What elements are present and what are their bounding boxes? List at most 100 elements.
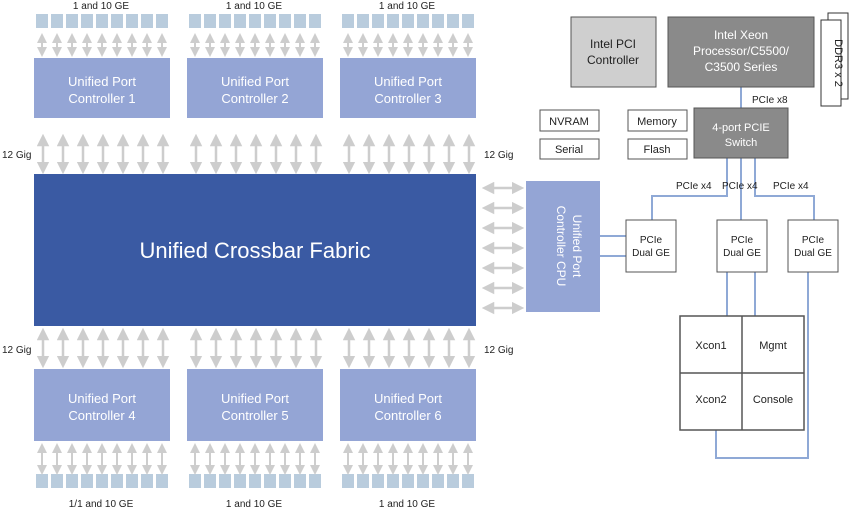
gig-label-top-left: 12 Gig <box>2 150 31 161</box>
upc-label-3-line1: Unified Port <box>374 74 442 89</box>
port-square-upc3-2 <box>357 14 369 28</box>
port-square-upc4-8 <box>141 474 153 488</box>
port-console: Console <box>753 394 793 406</box>
upc-label-4-line1: Unified Port <box>68 391 136 406</box>
gig-label-top-right: 12 Gig <box>484 150 513 161</box>
upc-cpu-label-line2: Controller CPU <box>554 206 568 287</box>
port-square-upc1-2 <box>51 14 63 28</box>
port-square-upc4-5 <box>96 474 108 488</box>
pcie-x4-label-3: PCIe x4 <box>773 181 809 192</box>
crossbar-fabric <box>34 174 476 326</box>
port-square-upc2-2 <box>204 14 216 28</box>
port-square-upc5-6 <box>264 474 276 488</box>
pcie-switch-box <box>693 107 789 159</box>
pci-controller-box <box>570 16 657 88</box>
upc-box-6 <box>340 369 476 441</box>
port-square-upc5-2 <box>204 474 216 488</box>
upc-label-3-line2: Controller 3 <box>374 91 441 106</box>
flash-box <box>627 138 688 160</box>
pcie-switch-line1: 4-port PCIE <box>712 122 769 134</box>
port-square-upc6-4 <box>387 474 399 488</box>
dual-ge-box-1 <box>625 219 677 273</box>
port-square-upc2-3 <box>219 14 231 28</box>
port-square-upc1-1 <box>36 14 48 28</box>
pcie-x8-label: PCIe x8 <box>752 95 788 106</box>
serial-box <box>539 138 600 160</box>
cpu-arrows <box>481 181 525 315</box>
upc-label-1-line2: Controller 1 <box>68 91 135 106</box>
port-label-top-1: 1 and 10 GE <box>73 1 129 12</box>
pcie-x4-label-1: PCIe x4 <box>676 181 712 192</box>
port-square-upc1-6 <box>111 14 123 28</box>
port-square-upc3-8 <box>447 14 459 28</box>
port-square-upc2-5 <box>249 14 261 28</box>
dual-ge-3-line2: Dual GE <box>794 248 832 259</box>
dual-ge-2-line2: Dual GE <box>723 248 761 259</box>
port-square-upc6-1 <box>342 474 354 488</box>
memory-label: Memory <box>637 116 677 128</box>
port-label-bottom-2: 1 and 10 GE <box>226 499 282 509</box>
crossbar-label: Unified Crossbar Fabric <box>139 238 370 263</box>
dual-ge-1-line1: PCIe <box>640 235 663 246</box>
pcie-switch-line2: Switch <box>725 137 757 149</box>
upc-box-2 <box>187 58 323 118</box>
port-square-upc1-3 <box>66 14 78 28</box>
upc-label-2-line2: Controller 2 <box>221 91 288 106</box>
upc-label-2-line1: Unified Port <box>221 74 289 89</box>
pcie-x4-label-2: PCIe x4 <box>722 181 758 192</box>
dual-ge-2-line1: PCIe <box>731 235 754 246</box>
upc-box-1 <box>34 58 170 118</box>
port-square-upc5-7 <box>279 474 291 488</box>
dual-ge-3-line1: PCIe <box>802 235 825 246</box>
upc-label-5-line2: Controller 5 <box>221 408 288 423</box>
port-square-upc4-7 <box>126 474 138 488</box>
xeon-line1: Intel Xeon <box>714 28 768 42</box>
port-square-upc4-2 <box>51 474 63 488</box>
nvram-label: NVRAM <box>549 116 589 128</box>
upc-box-3 <box>340 58 476 118</box>
upc-label-6-line1: Unified Port <box>374 391 442 406</box>
serial-label: Serial <box>555 144 583 156</box>
port-square-upc1-9 <box>156 14 168 28</box>
port-square-upc5-8 <box>294 474 306 488</box>
port-square-upc6-7 <box>432 474 444 488</box>
port-square-upc4-1 <box>36 474 48 488</box>
dual-ge-box-3 <box>787 219 839 273</box>
port-square-upc5-5 <box>249 474 261 488</box>
port-label-top-3: 1 and 10 GE <box>379 1 435 12</box>
port-square-upc2-9 <box>309 14 321 28</box>
port-square-upc3-9 <box>462 14 474 28</box>
port-square-upc3-4 <box>387 14 399 28</box>
upc-label-6-line2: Controller 6 <box>374 408 441 423</box>
port-square-upc3-7 <box>432 14 444 28</box>
port-square-upc3-3 <box>372 14 384 28</box>
port-square-upc1-7 <box>126 14 138 28</box>
gig-label-bottom-right: 12 Gig <box>484 345 513 356</box>
flash-label: Flash <box>644 144 671 156</box>
port-square-upc5-3 <box>219 474 231 488</box>
port-square-upc3-6 <box>417 14 429 28</box>
port-square-upc6-5 <box>402 474 414 488</box>
port-label-top-2: 1 and 10 GE <box>226 1 282 12</box>
gig-label-bottom-left: 12 Gig <box>2 345 31 356</box>
port-xcon1: Xcon1 <box>695 340 726 352</box>
dual-ge-1-line2: Dual GE <box>632 248 670 259</box>
port-square-upc5-9 <box>309 474 321 488</box>
port-square-upc2-4 <box>234 14 246 28</box>
upc-label-1-line1: Unified Port <box>68 74 136 89</box>
ddr-label: DDR3 x 2 <box>832 39 844 87</box>
memory-box <box>627 109 688 132</box>
upc-label-5-line1: Unified Port <box>221 391 289 406</box>
port-square-upc4-6 <box>111 474 123 488</box>
port-square-upc4-3 <box>66 474 78 488</box>
port-square-upc6-2 <box>357 474 369 488</box>
nvram-box <box>539 109 600 132</box>
upc-box-5 <box>187 369 323 441</box>
port-square-upc2-8 <box>294 14 306 28</box>
port-square-upc6-8 <box>447 474 459 488</box>
port-mgmt: Mgmt <box>759 340 787 352</box>
upc-cpu-box <box>526 181 600 312</box>
dual-ge-box-2 <box>716 219 768 273</box>
port-square-upc4-9 <box>156 474 168 488</box>
